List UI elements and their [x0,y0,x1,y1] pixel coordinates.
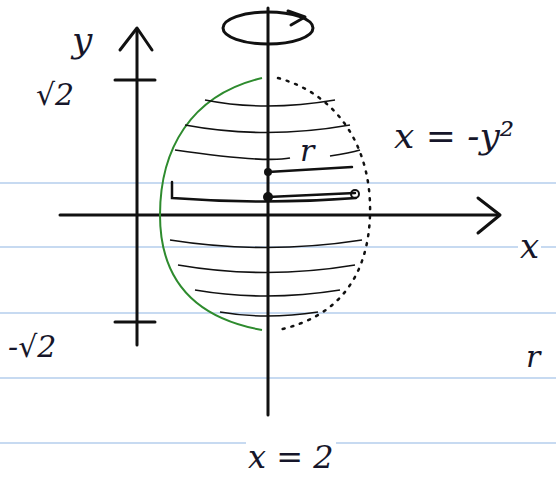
tick-mark [115,321,155,324]
axis-label: y [70,20,94,60]
y-axis-arrow [120,28,152,50]
radius-label: r [524,340,542,373]
curve-label: x = -y² [392,116,516,156]
x-axis-arrow [478,198,500,233]
center-dots [263,168,359,202]
tick-mark [115,79,155,82]
rotation-axis [267,8,270,415]
tick-label: -√2 [6,330,58,363]
disk-slice [172,167,356,202]
axis-label: x [518,228,541,265]
tick-label: √2 [34,78,76,111]
cross-sections [170,100,362,316]
radius-label: r [298,134,316,167]
x-axis [60,214,498,217]
y-axis [136,30,139,345]
notebook-lines [0,183,556,443]
rotation-arrow [288,11,305,25]
line-label: x = 2 [246,440,336,475]
rotation-ellipse [223,12,313,44]
